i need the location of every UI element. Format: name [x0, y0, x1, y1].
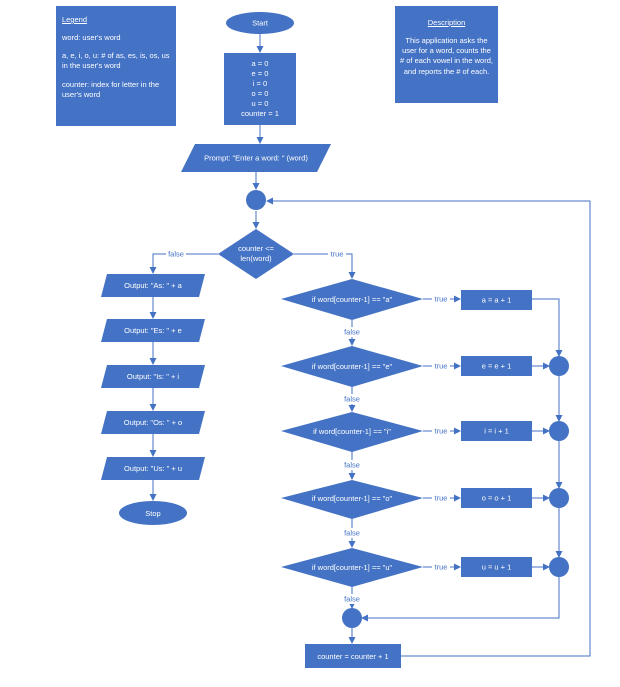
legend-line: word: user's word	[62, 33, 121, 43]
loop-connector	[246, 190, 266, 210]
check-i-decision	[281, 412, 423, 452]
init-line: counter = 1	[241, 109, 279, 118]
action-i	[461, 421, 532, 441]
action-a	[461, 290, 532, 310]
check-u-decision	[281, 548, 423, 587]
legend-line: counter: index for letter in the user's …	[62, 79, 160, 99]
edge-label-false: false	[344, 595, 360, 604]
edge-label-false: false	[344, 395, 360, 404]
legend-box: Legend word: user's word a, e, i, o, u: …	[56, 6, 176, 126]
init-line: u = 0	[252, 99, 269, 108]
description-title: Description	[427, 18, 466, 27]
edge-label-true: true	[435, 362, 448, 371]
check-label: if word[counter-1] == "e"	[312, 362, 393, 371]
check-label: if word[counter-1] == "a"	[312, 295, 393, 304]
output-label: Output: "Is: " + i	[127, 372, 180, 381]
init-process	[224, 53, 296, 125]
output-label: Output: "Us: " + u	[124, 464, 182, 473]
output-e	[101, 319, 205, 342]
check-label: if word[counter-1] == "u"	[312, 563, 393, 572]
output-u	[101, 457, 205, 480]
edge-label-false: false	[344, 461, 360, 470]
edge-label-false: false	[344, 529, 360, 538]
edge-label-true: true	[435, 295, 448, 304]
stop-terminal	[119, 501, 187, 525]
action-label: e = e + 1	[482, 362, 512, 371]
action-label: i = i + 1	[484, 427, 509, 436]
check-a-decision	[281, 279, 423, 320]
init-line: o = 0	[252, 89, 269, 98]
action-e	[461, 356, 532, 376]
merge-connector	[549, 356, 569, 376]
loop-decision	[218, 229, 294, 279]
output-i	[101, 365, 205, 388]
output-label: Output: "Es: " + e	[124, 326, 182, 335]
edge-label-true: true	[435, 563, 448, 572]
check-o-decision	[281, 480, 423, 519]
check-label: if word[counter-1] == "o"	[312, 494, 393, 503]
init-line: e = 0	[252, 69, 269, 78]
edge-label-false: false	[168, 250, 184, 259]
start-label: Start	[252, 19, 269, 28]
increment-label: counter = counter + 1	[317, 652, 388, 661]
loop-cond-line: len(word)	[240, 254, 272, 263]
action-label: o = o + 1	[482, 494, 512, 503]
description-box: Description This application asks the us…	[395, 6, 498, 103]
merge-connector	[549, 557, 569, 577]
description-text: This application asks the user for a wor…	[400, 36, 493, 76]
prompt-io	[181, 144, 331, 172]
init-line: a = 0	[252, 59, 269, 68]
action-o	[461, 488, 532, 508]
check-label: if word[counter-1] == "i"	[313, 427, 391, 436]
prompt-label: Prompt: "Enter a word: " (word)	[204, 154, 308, 163]
legend-line: a, e, i, o, u: # of as, es, is, os, us i…	[62, 51, 170, 71]
edge-label-false: false	[344, 328, 360, 337]
edge-label-true: true	[435, 427, 448, 436]
output-label: Output: "Os: " + o	[124, 418, 182, 427]
loop-cond-line: counter <=	[238, 244, 274, 253]
start-terminal	[226, 12, 294, 34]
action-label: a = a + 1	[482, 296, 512, 305]
edge-label-true: true	[331, 250, 344, 259]
action-u	[461, 557, 532, 577]
init-line: i = 0	[253, 79, 267, 88]
output-a	[101, 274, 205, 297]
edge-label-true: true	[435, 494, 448, 503]
increment-process	[305, 644, 401, 668]
merge-connector	[549, 421, 569, 441]
stop-label: Stop	[145, 509, 160, 518]
action-label: u = u + 1	[482, 563, 512, 572]
merge-connector	[342, 608, 362, 628]
output-label: Output: "As: " + a	[124, 281, 182, 290]
check-e-decision	[281, 346, 423, 387]
output-o	[101, 411, 205, 434]
legend-title: Legend	[62, 15, 88, 24]
merge-connector	[549, 488, 569, 508]
